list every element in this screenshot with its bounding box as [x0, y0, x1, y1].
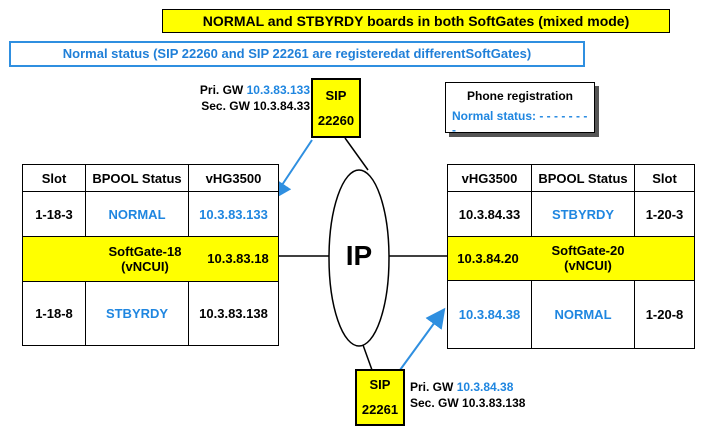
- right-row2-ip: 10.3.84.38: [448, 280, 531, 348]
- sip-top-pri-label: Pri. GW: [199, 83, 244, 97]
- left-row2-slot: 1-18-8: [23, 281, 85, 345]
- arrow-sip-bottom-to-right: [399, 307, 446, 371]
- link-sip-top-ip: [344, 137, 369, 171]
- right-row2-status: NORMAL: [531, 280, 634, 348]
- phone-registration-box: Phone registration Normal status: - - - …: [445, 82, 595, 137]
- right-row2-slot: 1-20-8: [634, 280, 694, 348]
- left-header-vhg: vHG3500: [188, 165, 278, 191]
- left-softgate-ip: 10.3.83.18: [207, 251, 269, 266]
- right-row1-ip: 10.3.84.33: [448, 191, 531, 236]
- sip-top-sec-ip: 10.3.84.33: [253, 99, 310, 113]
- phone-registration-status: Normal status: - - - - - - - -: [452, 109, 588, 137]
- left-row1-ip: 10.3.83.133: [188, 191, 278, 236]
- left-header-bpool: BPOOL Status: [85, 165, 188, 191]
- left-softgate-band: [23, 236, 278, 281]
- left-row1-slot: 1-18-3: [23, 191, 85, 236]
- left-softgate-label: SoftGate-18 (vNCUI): [85, 236, 205, 281]
- sip-bottom-gateways: Pri. GW 10.3.84.38 Sec. GW 10.3.83.138: [410, 379, 560, 411]
- left-softgate-name: SoftGate-18: [108, 243, 182, 259]
- right-softgate-label: SoftGate-20 (vNCUI): [528, 236, 648, 280]
- right-softgate-table: vHG3500 BPOOL Status Slot 10.3.84.33 STB…: [447, 164, 695, 349]
- right-row1-status: STBYRDY: [531, 191, 634, 236]
- ip-network-label: IP: [345, 240, 373, 271]
- sip-bottom-line1: SIP: [369, 377, 391, 392]
- right-header-vhg: vHG3500: [461, 170, 518, 186]
- left-row2-status: STBYRDY: [85, 281, 188, 345]
- phone-registration-title: Phone registration: [466, 89, 573, 103]
- ip-network-ellipse: [328, 169, 390, 347]
- sip-top-sec-label: Sec. GW: [201, 99, 250, 113]
- right-row1-slot: 1-20-3: [634, 191, 694, 236]
- right-softgate-ip: 10.3.84.20: [457, 250, 519, 266]
- sip-top-pri-ip: 10.3.83.133: [246, 83, 310, 97]
- diagram-subtitle: Normal status (SIP 22260 and SIP 22261 a…: [9, 41, 585, 67]
- arrow-sip-top-to-left: [271, 139, 313, 201]
- sip-bottom-pri-label: Pri. GW: [410, 380, 454, 394]
- sip-bottom-line2: 22261: [361, 402, 399, 417]
- left-softgate-table: Slot BPOOL Status vHG3500 1-18-3 NORMAL …: [22, 164, 279, 346]
- sip-22260-box: SIP 22260: [311, 78, 361, 138]
- diagram-title: NORMAL and STBYRDY boards in both SoftGa…: [162, 9, 670, 33]
- sip-22261-box: SIP 22261: [355, 369, 405, 426]
- left-row1-status: NORMAL: [85, 191, 188, 236]
- left-row2-ip: 10.3.83.138: [188, 281, 278, 345]
- sip-bottom-pri-ip: 10.3.84.38: [456, 380, 514, 394]
- left-softgate-sub: (vNCUI): [121, 258, 169, 274]
- right-header-bpool: BPOOL Status: [531, 165, 634, 191]
- right-header-slot: Slot: [634, 165, 694, 191]
- left-header-slot: Slot: [41, 170, 67, 186]
- right-softgate-sub: (vNCUI): [564, 258, 612, 273]
- sip-bottom-sec-ip: 10.3.83.138: [462, 396, 526, 410]
- sip-bottom-sec-label: Sec. GW: [410, 396, 459, 410]
- sip-top-gateways: Pri. GW 10.3.83.133 Sec. GW 10.3.84.33: [160, 82, 310, 114]
- sip-top-line2: 22260: [317, 113, 355, 128]
- right-softgate-name: SoftGate-20: [551, 243, 625, 258]
- right-softgate-band: [448, 236, 694, 280]
- link-sip-bottom-ip: [362, 344, 373, 371]
- sip-top-line1: SIP: [325, 88, 347, 103]
